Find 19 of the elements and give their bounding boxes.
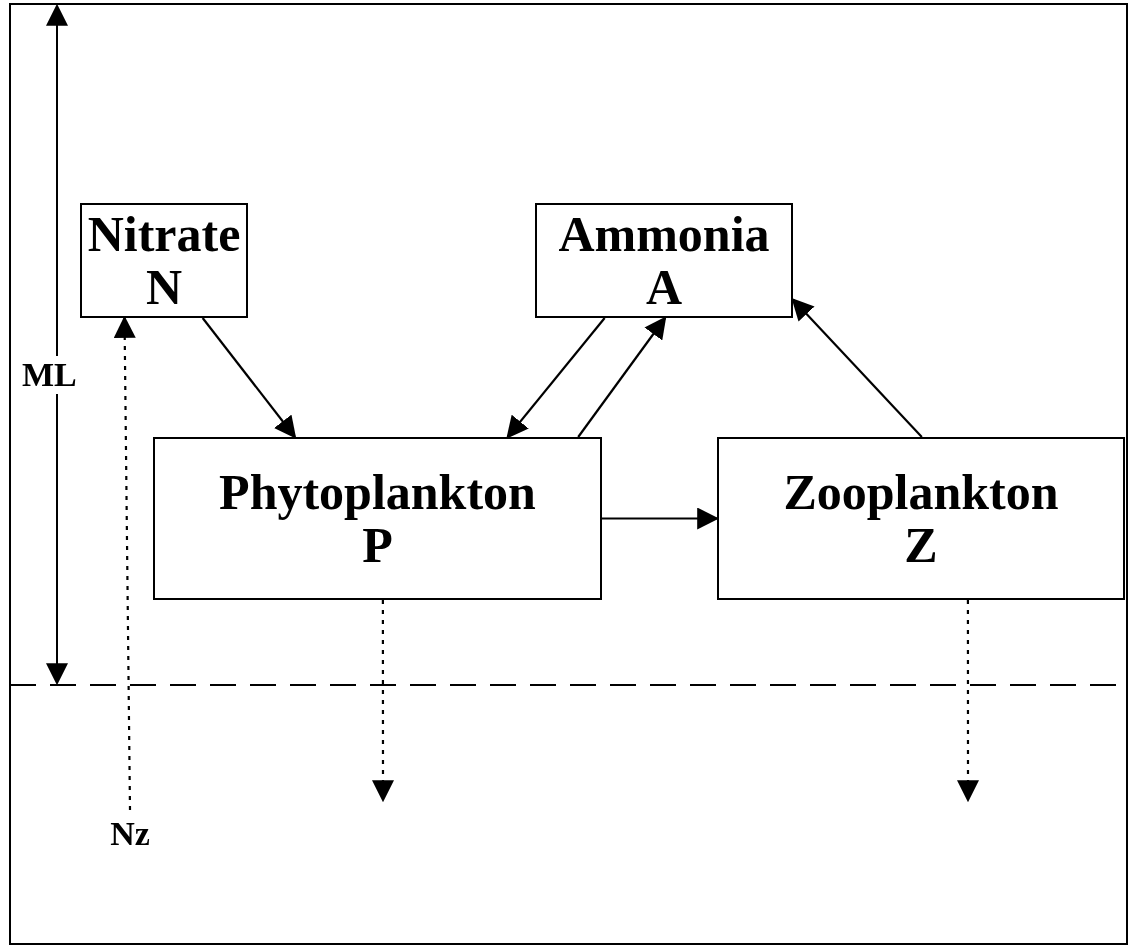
- compartment-name: Zooplankton: [783, 466, 1059, 519]
- dotted-arrow: [372, 600, 394, 803]
- compartment-symbol: P: [362, 518, 393, 571]
- dimension-label: ML: [22, 356, 77, 394]
- arrow: [577, 316, 667, 438]
- nutrient-source-label: Nz: [98, 810, 162, 858]
- dotted-arrow: [957, 600, 979, 803]
- compartment-box: [80, 203, 248, 318]
- arrow: [506, 317, 606, 439]
- compartment-name: Ammonia: [558, 208, 770, 261]
- compartment-box: [153, 437, 602, 600]
- compartment-box: [717, 437, 1125, 600]
- compartment-name: Phytoplankton: [219, 466, 536, 519]
- compartment-symbol: A: [645, 260, 683, 313]
- arrow: [201, 317, 297, 439]
- compartment-symbol: Z: [904, 518, 938, 571]
- compartment-box: [535, 203, 793, 318]
- compartment-symbol: N: [145, 260, 183, 313]
- compartment-name: Nitrate: [87, 208, 241, 261]
